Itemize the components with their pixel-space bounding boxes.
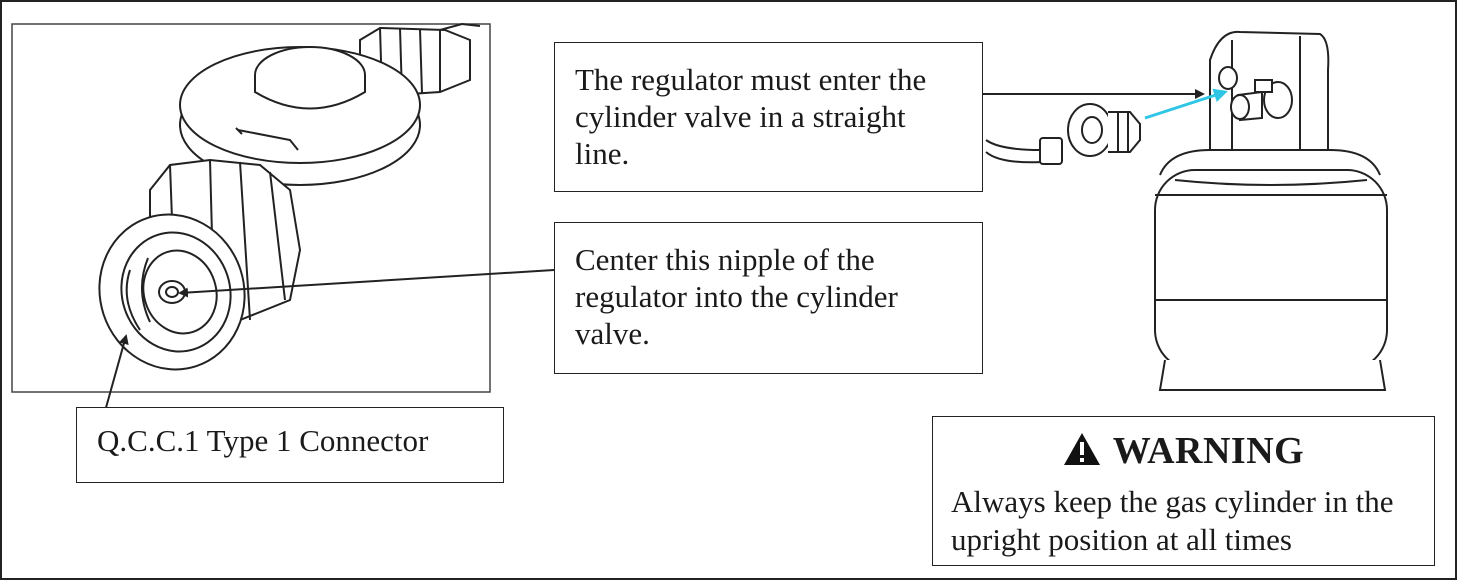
callout-straight-line: The regulator must enter the cylinder va… xyxy=(554,42,983,192)
warning-body-text: Always keep the gas cylinder in the upri… xyxy=(951,484,1394,557)
warning-triangle-icon xyxy=(1063,433,1100,465)
regulator-closeup-illustration xyxy=(98,22,481,371)
callout-connector-text: Q.C.C.1 Type 1 Connector xyxy=(97,423,429,458)
warning-title: WARNING xyxy=(933,429,1434,473)
propane-cylinder-illustration xyxy=(1154,30,1388,391)
callout-center-nipple: Center this nipple of the regulator into… xyxy=(554,222,983,374)
warning-box: WARNING Always keep the gas cylinder in … xyxy=(932,416,1435,566)
leader-arrow-nipple xyxy=(178,269,555,298)
insertion-direction-arrow xyxy=(1144,88,1228,120)
callout-connector: Q.C.C.1 Type 1 Connector xyxy=(76,407,504,483)
regulator-panel xyxy=(11,23,491,393)
hose-regulator-illustration xyxy=(985,103,1141,165)
callout-center-nipple-text: Center this nipple of the regulator into… xyxy=(575,242,898,351)
warning-title-text: WARNING xyxy=(1112,430,1305,472)
callout-straight-line-text: The regulator must enter the cylinder va… xyxy=(575,62,927,171)
